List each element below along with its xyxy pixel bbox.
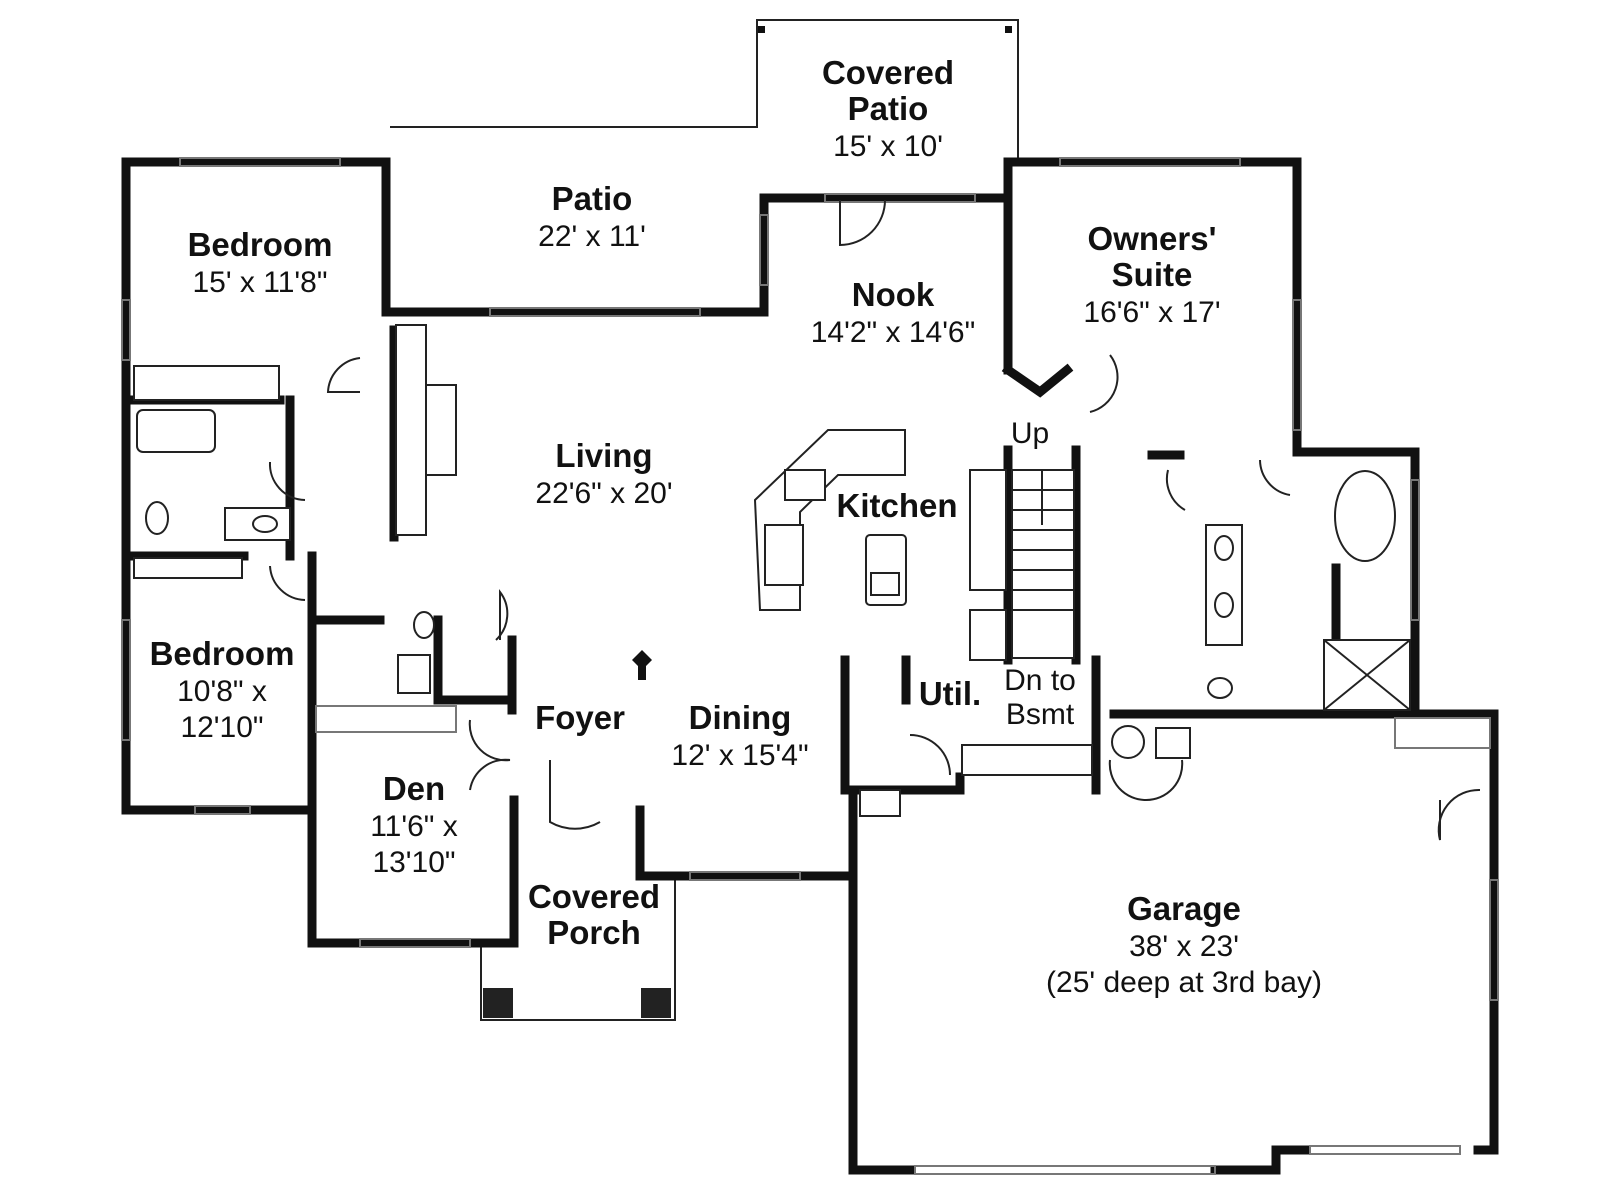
util-name: Util. [919,675,981,712]
covered-porch-name-1: Covered [528,878,660,915]
room-den: Den 11'6" x 13'10" [370,770,458,879]
covered-patio-name-2: Patio [848,90,929,127]
room-bedroom-2: Bedroom 10'8" x 12'10" [150,635,295,744]
kitchen-name: Kitchen [836,487,957,524]
room-living: Living 22'6" x 20' [535,437,672,510]
owners-suite-name-1: Owners' [1088,220,1217,257]
bedroom-1-dim: 15' x 11'8" [193,266,328,299]
stairs-up: Up [1011,417,1049,450]
dining-dim: 12' x 15'4" [671,739,808,772]
stairs-down-label-2: Bsmt [1006,698,1075,731]
owners-suite-dim: 16'6" x 17' [1083,296,1220,329]
doors [268,199,1481,841]
den-name: Den [383,770,445,807]
bedroom-2-name: Bedroom [150,635,295,672]
patio-dim: 22' x 11' [538,220,646,253]
walls [121,157,1499,1175]
bedroom-2-dim-1: 10'8" x [177,675,267,708]
room-bedroom-1: Bedroom 15' x 11'8" [188,226,333,299]
room-covered-patio: Covered Patio 15' x 10' [822,54,954,163]
nook-name: Nook [852,276,935,313]
bedroom-1-name: Bedroom [188,226,333,263]
room-owners-suite: Owners' Suite 16'6" x 17' [1083,220,1220,329]
dining-name: Dining [689,699,792,736]
covered-porch-outline [480,880,676,1021]
room-util: Util. [919,675,981,712]
covered-patio-outline [390,19,1019,162]
bedroom-2-dim-2: 12'10" [180,711,263,744]
stairs-up-label: Up [1011,417,1049,450]
stairs-down: Dn to Bsmt [1004,664,1076,731]
den-dim-1: 11'6" x [370,810,458,843]
room-foyer: Foyer [535,699,625,736]
living-dim: 22'6" x 20' [535,477,672,510]
garage-name: Garage [1127,890,1241,927]
foyer-name: Foyer [535,699,625,736]
fixtures [133,324,1411,817]
nook-dim: 14'2" x 14'6" [811,316,976,349]
room-kitchen: Kitchen [836,487,957,524]
covered-patio-name-1: Covered [822,54,954,91]
stairs-down-label-1: Dn to [1004,664,1076,697]
room-garage: Garage 38' x 23' (25' deep at 3rd bay) [1046,890,1322,999]
staircase [1011,469,1075,659]
room-nook: Nook 14'2" x 14'6" [811,276,976,349]
den-dim-2: 13'10" [372,846,455,879]
room-covered-porch: Covered Porch [528,878,660,951]
covered-patio-dim: 15' x 10' [833,130,943,163]
patio-name: Patio [552,180,633,217]
living-name: Living [555,437,652,474]
garage-dim: 38' x 23' [1129,930,1239,963]
windows [121,157,1499,1175]
garage-note: (25' deep at 3rd bay) [1046,966,1322,999]
room-dining: Dining 12' x 15'4" [671,699,808,772]
covered-porch-name-2: Porch [547,914,641,951]
owners-suite-name-2: Suite [1112,256,1193,293]
room-patio: Patio 22' x 11' [538,180,646,253]
